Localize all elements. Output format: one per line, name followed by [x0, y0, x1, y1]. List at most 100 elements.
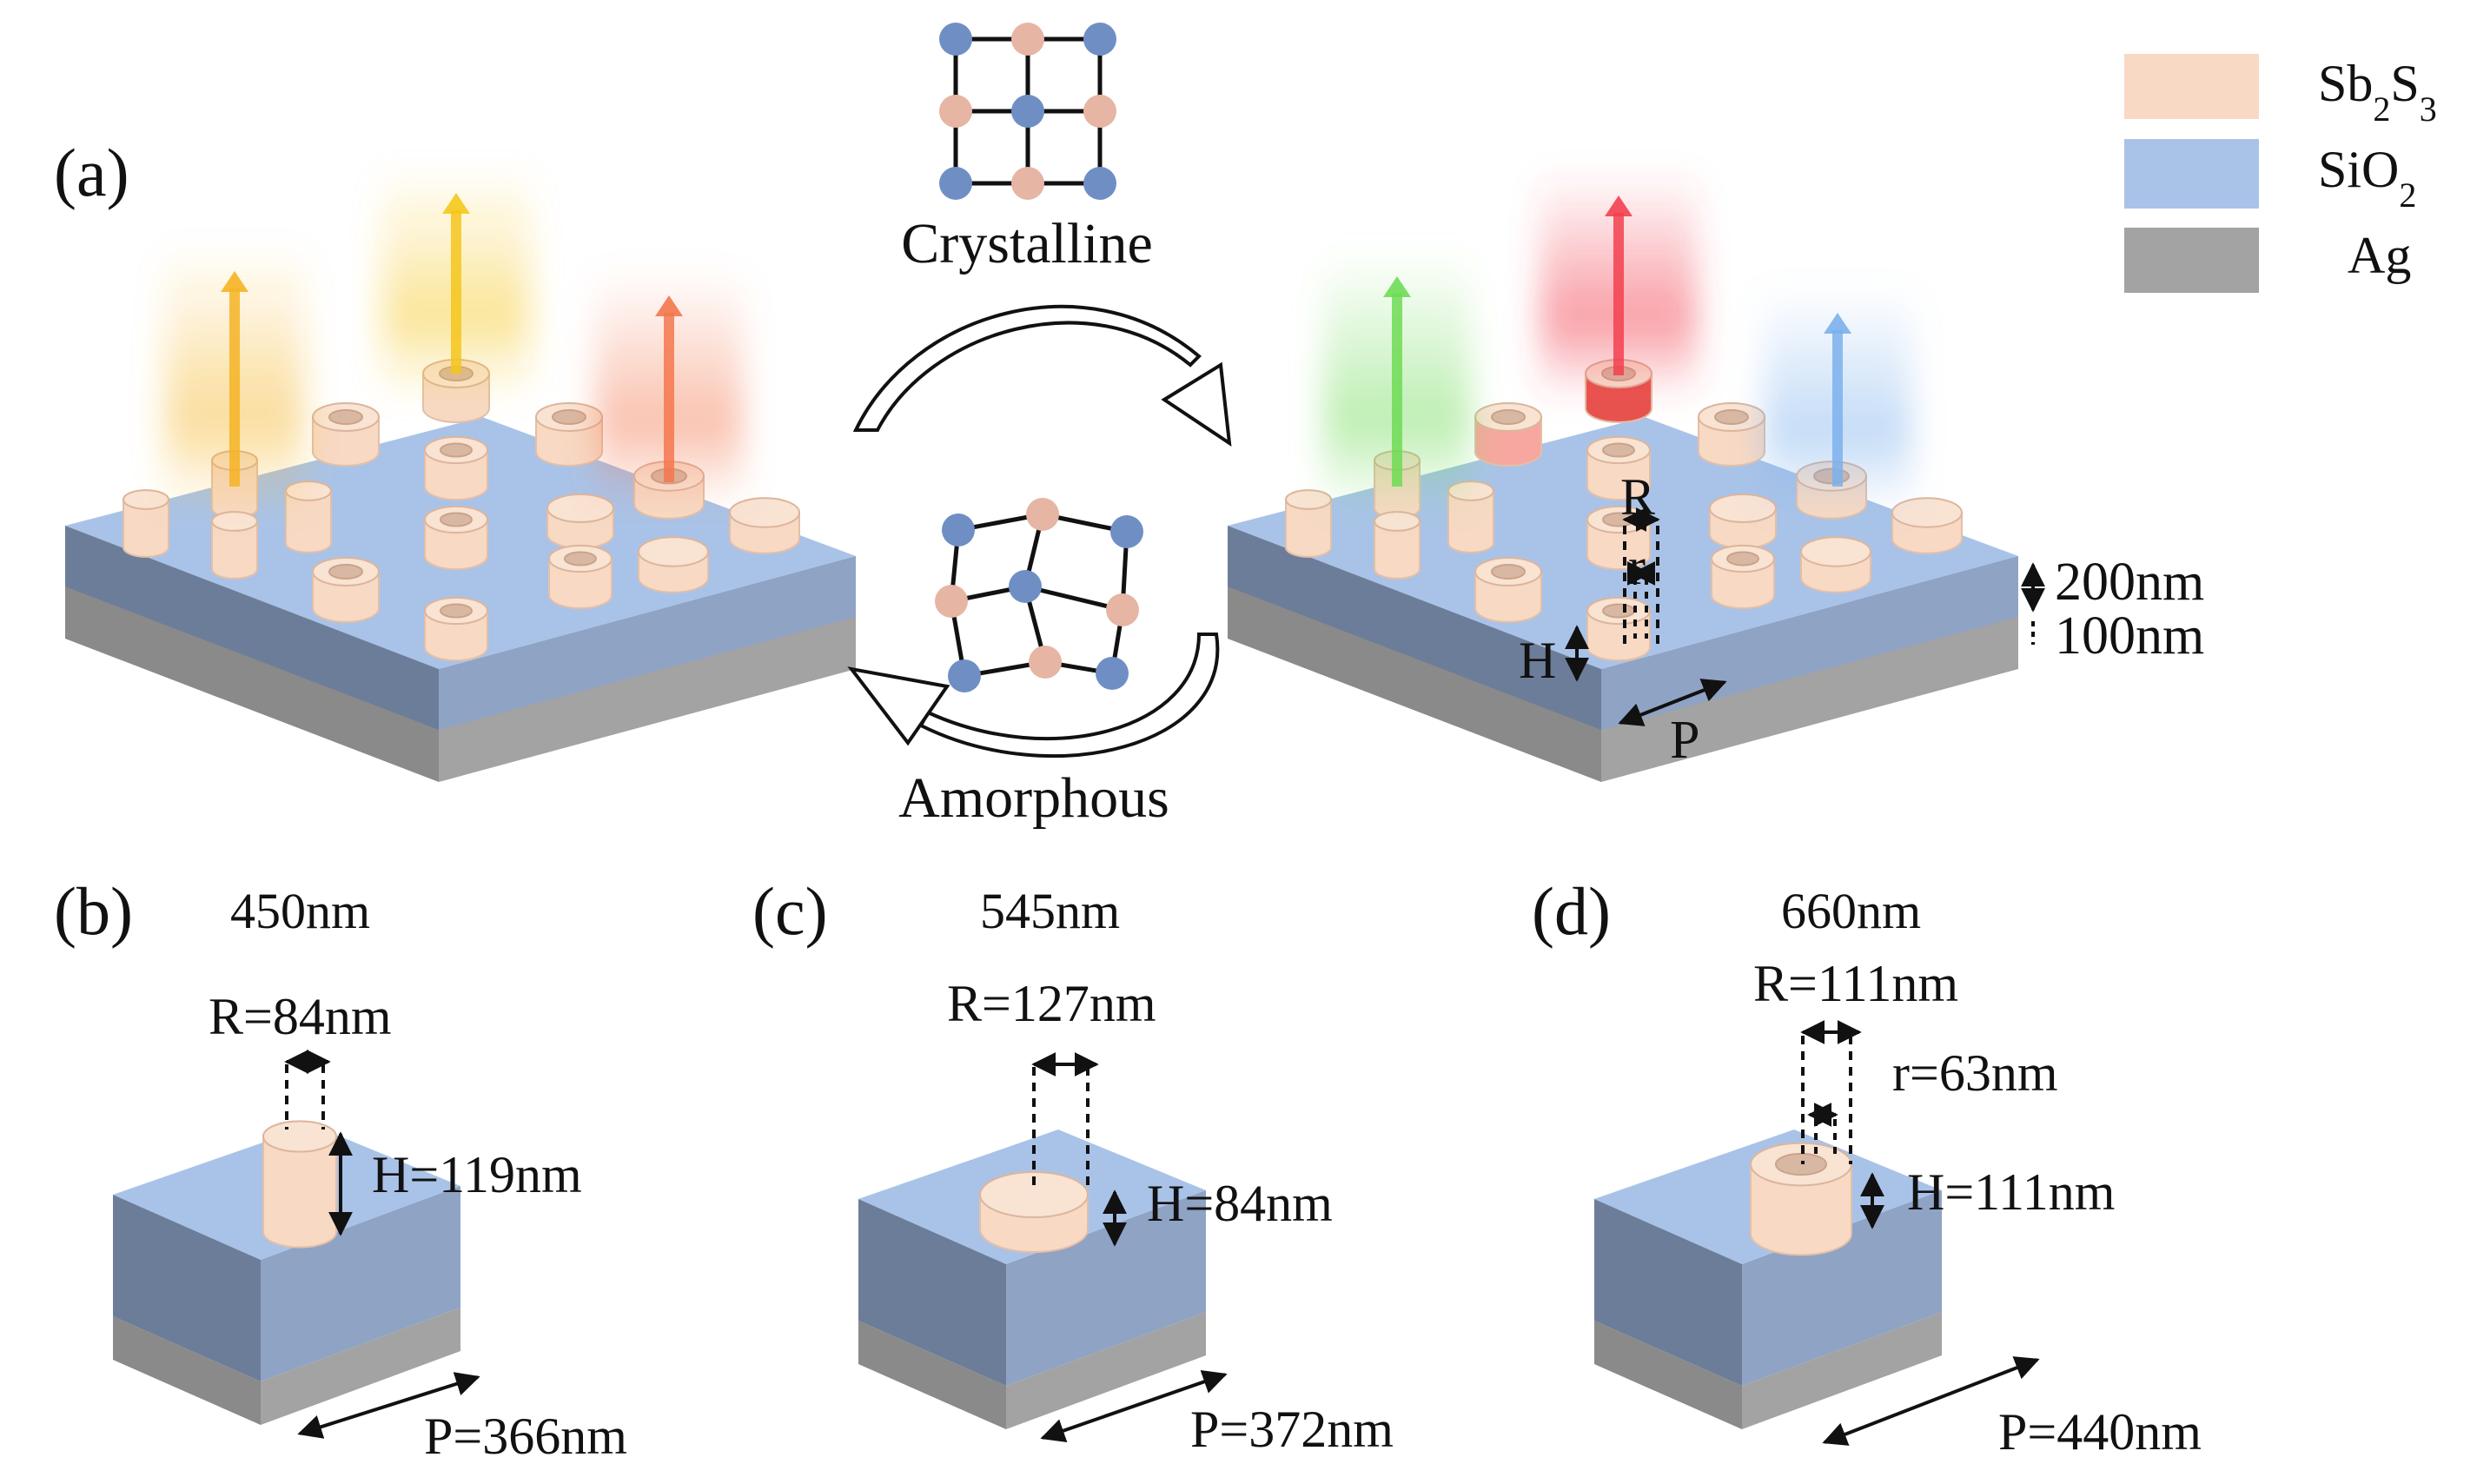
- transition-arrow-top: [852, 304, 1232, 447]
- pillar-hole: [440, 442, 473, 458]
- pillar: [312, 402, 380, 467]
- panel-d-r: r=63nm: [1892, 1044, 2058, 1102]
- pillar-hole: [440, 512, 473, 527]
- unit-cell: [1594, 1130, 1942, 1429]
- pillar: [312, 557, 380, 623]
- pillar: [1711, 544, 1775, 610]
- panel-c-wavelength: 545nm: [980, 883, 1120, 939]
- pillar-hole: [1726, 551, 1759, 566]
- light-beam: [1323, 250, 1471, 513]
- pillar-top: [729, 497, 800, 528]
- panel-b-wavelength: 450nm: [230, 883, 370, 939]
- cell-ag-front: [858, 1321, 1006, 1429]
- cell-pillar-body: [1750, 1163, 1852, 1256]
- pillar-body: [1285, 499, 1332, 558]
- crystalline-lattice: [939, 23, 1116, 200]
- unit-cell-dimensions: [284, 1020, 2040, 1446]
- pillar-hole: [564, 551, 597, 566]
- beam-arrowhead: [442, 193, 470, 214]
- panel-a-P-label: P: [1670, 711, 1699, 770]
- lattice-atom: [935, 585, 968, 618]
- pillar-body: [1711, 558, 1775, 610]
- lattice-atom: [1096, 657, 1129, 690]
- lattice-atom: [1083, 167, 1116, 200]
- lattice-atom: [1026, 498, 1059, 531]
- cell-pillar: [979, 1170, 1089, 1254]
- cell-pillar-top: [262, 1120, 337, 1153]
- pillar-top: [123, 489, 169, 510]
- pillar: [211, 511, 258, 580]
- panel-a-r-label: r: [1628, 538, 1646, 595]
- pillar: [123, 489, 169, 558]
- pillar-hole: [328, 409, 363, 425]
- lattice-atom: [1029, 646, 1062, 679]
- pillar-top: [638, 536, 709, 567]
- lattice-atom: [942, 513, 975, 547]
- pillar-top: [1800, 536, 1871, 567]
- lattice-atom: [939, 167, 972, 200]
- pillar: [1474, 557, 1542, 623]
- panel-c-R: R=127nm: [947, 975, 1156, 1032]
- pillar: [535, 402, 603, 467]
- lattice-atom: [1011, 23, 1044, 56]
- pillar: [729, 497, 800, 554]
- legend-swatch-ag: [2124, 228, 2259, 293]
- panel-a-H-label: H: [1519, 632, 1556, 689]
- pillar: [424, 596, 488, 662]
- pillar-body: [211, 520, 258, 580]
- pillar-body: [424, 610, 488, 662]
- dim-b-P: [297, 1372, 480, 1439]
- lattice-atom: [939, 23, 972, 56]
- pillar-hole: [1491, 409, 1526, 425]
- cell-ag-front: [113, 1316, 261, 1425]
- lattice-atom: [1011, 95, 1044, 128]
- lattice-atom: [1009, 570, 1042, 603]
- pillar-hole: [440, 603, 473, 619]
- panel-b-R: R=84nm: [209, 988, 392, 1045]
- cell-sio2-front: [113, 1195, 261, 1381]
- pillar: [638, 536, 709, 593]
- beam-arrowhead: [221, 271, 248, 292]
- pillar-hole: [1602, 603, 1635, 619]
- cell-sio2-side: [1742, 1190, 1942, 1386]
- panel-a-R-label: R: [1620, 468, 1655, 526]
- panel-c-H: H=84nm: [1147, 1175, 1333, 1232]
- pillar-body: [1586, 519, 1651, 571]
- light-beam: [382, 167, 530, 400]
- lattice-atom: [1106, 593, 1139, 626]
- panel-c-label: (c): [752, 873, 828, 949]
- legend-label-sb2s3: Sb2S3: [2318, 55, 2437, 129]
- light-beams: [165, 167, 1911, 513]
- lattice-atom: [1083, 95, 1116, 128]
- pillar: [1374, 511, 1421, 580]
- unit-cell: [113, 1120, 460, 1425]
- pillar: [1800, 536, 1871, 593]
- pillar-body: [424, 449, 488, 501]
- cell-pillar: [262, 1120, 337, 1249]
- lattice-atom: [939, 95, 972, 128]
- pillar-hole: [1714, 409, 1749, 425]
- pillar: [424, 435, 488, 501]
- panel-c-P: P=372nm: [1190, 1401, 1394, 1458]
- pillar: [548, 544, 613, 610]
- lattice-atom: [948, 659, 981, 692]
- beam-arrowhead: [1605, 195, 1633, 216]
- cell-ag-front: [1594, 1321, 1742, 1429]
- crystalline-label: Crystalline: [901, 212, 1153, 275]
- pillar-body: [123, 499, 169, 558]
- layer-thickness-top: 200nm: [2055, 553, 2204, 612]
- pillar: [1586, 596, 1651, 662]
- panel-a-label: (a): [54, 135, 129, 210]
- panel-b-label: (b): [54, 873, 133, 949]
- pillar-hole: [1602, 442, 1635, 458]
- cell-pillar: [1750, 1142, 1852, 1256]
- panel-d-H: H=111nm: [1907, 1163, 2115, 1221]
- pillar-body: [1586, 449, 1651, 501]
- cell-sio2-front: [858, 1199, 1006, 1386]
- amorphous-lattice: [935, 498, 1143, 692]
- panel-d-R: R=111nm: [1753, 955, 1958, 1012]
- lattice-atom: [1110, 515, 1143, 548]
- lattice-atom: [1083, 23, 1116, 56]
- transition-arrow-bottom: [847, 633, 1220, 759]
- light-beam: [165, 245, 304, 513]
